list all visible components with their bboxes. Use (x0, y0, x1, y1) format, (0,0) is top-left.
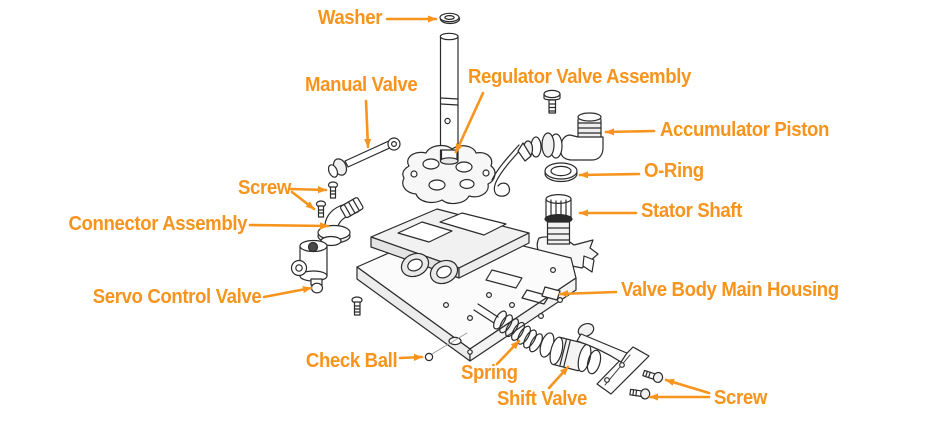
manual-valve-arrow (364, 99, 372, 149)
label-servo-control-valve: Servo Control Valve (92, 286, 261, 308)
lever-and-plate-part (576, 322, 650, 395)
callout-arrows (248, 15, 711, 401)
throttle-link-wire-part (491, 144, 524, 197)
spring-part (473, 303, 543, 353)
check-ball-part (424, 332, 468, 362)
regulator-valve-assembly-part (402, 32, 496, 205)
screw-upper-arrow-1 (289, 186, 328, 194)
o-ring-arrow (578, 171, 641, 179)
label-regulator-valve-assembly: Regulator Valve Assembly (468, 66, 691, 88)
small-screw-part (351, 296, 363, 316)
washer-part (439, 12, 461, 25)
accumulator-piston-part (517, 112, 604, 162)
label-check-ball: Check Ball (305, 350, 398, 372)
regulator-valve-assembly-arrow (454, 91, 485, 154)
label-connector-assembly: Connector Assembly (68, 213, 247, 235)
servo-control-valve-arrow (262, 285, 313, 299)
shift-valve-part (539, 332, 602, 375)
check-ball-arrow (398, 353, 424, 361)
screw-lower-parts (629, 369, 664, 400)
valve-body-main-housing-arrow (558, 290, 618, 298)
label-accumulator-piston: Accumulator Piston (660, 119, 829, 141)
connector-assembly-arrow (248, 222, 330, 230)
valve-body-main-housing-part (356, 208, 577, 362)
spring-arrow (495, 339, 521, 366)
screw-upper-parts (315, 181, 339, 218)
screw-lower-arrow-1 (664, 378, 711, 395)
label-o-ring: O-Ring (644, 160, 704, 182)
servo-control-valve-part (290, 239, 328, 294)
screw-upper-arrow-2 (290, 190, 316, 211)
label-shift-valve: Shift Valve (497, 388, 587, 410)
label-manual-valve: Manual Valve (305, 74, 418, 96)
label-washer: Washer (317, 7, 383, 29)
manual-valve-part (327, 137, 401, 178)
shift-valve-arrow (547, 365, 570, 390)
label-valve-body-main-housing: Valve Body Main Housing (621, 279, 839, 301)
label-stator-shaft: Stator Shaft (641, 200, 742, 222)
bolt-part (543, 89, 561, 114)
label-spring: Spring (461, 362, 518, 384)
accumulator-piston-arrow (604, 128, 656, 136)
o-ring-part (544, 162, 578, 183)
label-screw-lower: Screw (714, 387, 767, 409)
label-screw-upper: Screw (238, 177, 291, 199)
